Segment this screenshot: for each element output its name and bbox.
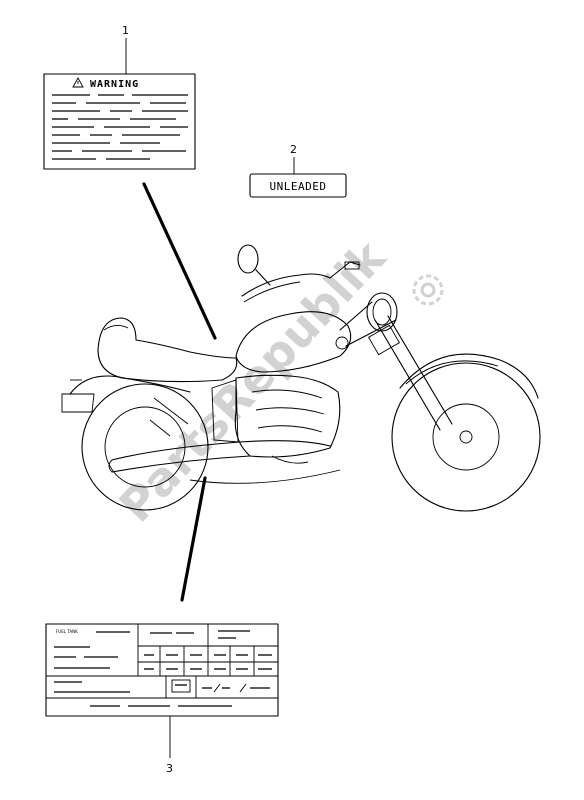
exhaust — [111, 440, 331, 461]
warning-title: WARNING — [90, 79, 139, 90]
callout-1[interactable]: 1 — [122, 24, 129, 37]
pointer-line-1 — [142, 182, 217, 340]
seat — [97, 317, 238, 383]
unleaded-label[interactable]: UNLEADED — [249, 173, 347, 198]
pointer-line-3 — [180, 476, 207, 602]
gear-icon — [412, 274, 444, 306]
engine — [234, 374, 341, 458]
warning-label[interactable]: WARNING — [43, 73, 196, 170]
unleaded-text: UNLEADED — [270, 180, 327, 193]
warning-triangle-icon — [72, 77, 84, 88]
callout-3[interactable]: 3 — [166, 762, 173, 775]
warning-text-lines — [52, 94, 188, 160]
info-label[interactable]: FUEL TANK — [45, 623, 279, 717]
motorcycle-illustration — [61, 244, 541, 512]
rear-wheel — [81, 383, 209, 511]
front-wheel — [391, 362, 541, 512]
fuel-tank — [235, 311, 352, 373]
info-label-header: FUEL TANK — [56, 629, 78, 634]
callout-2[interactable]: 2 — [290, 143, 297, 156]
tail-light — [61, 393, 95, 413]
